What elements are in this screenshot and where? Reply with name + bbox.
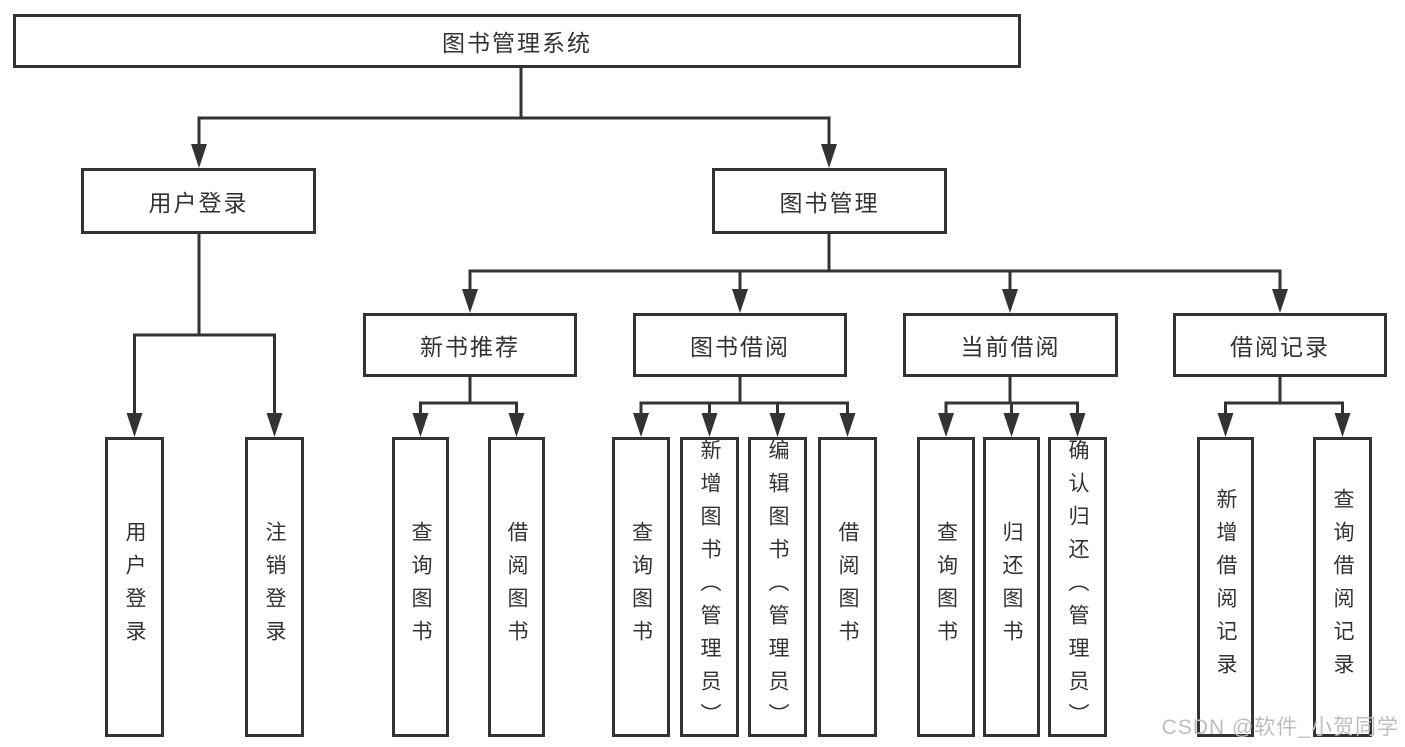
node-label: 借阅图书: [836, 521, 859, 653]
node-current-borrow: 当前借阅: [903, 313, 1118, 377]
arrowhead: [821, 144, 837, 168]
node-label: 新增图书（管理员）: [698, 438, 721, 736]
leaf-query-books-borrow: 查询图书: [612, 437, 670, 737]
node-label: 当前借阅: [960, 334, 1061, 360]
leaf-user-login: 用户登录: [105, 437, 164, 737]
edge-root-to-level2: [191, 68, 837, 168]
node-label: 编辑图书（管理员）: [766, 438, 789, 736]
edge-current-borrow-to-leaves: [938, 377, 1086, 437]
arrowhead: [1069, 413, 1086, 437]
arrowhead: [732, 289, 748, 313]
node-label: 用户登录: [123, 521, 146, 653]
arrowhead: [1002, 289, 1018, 313]
node-label: 查询借阅记录: [1331, 488, 1354, 686]
leaf-add-borrow-record: 新增借阅记录: [1197, 437, 1254, 737]
leaf-confirm-return-admin: 确认归还（管理员）: [1048, 437, 1107, 737]
arrowhead: [633, 413, 649, 437]
node-book-borrow: 图书借阅: [633, 313, 847, 377]
leaf-edit-book-admin: 编辑图书（管理员）: [748, 437, 807, 737]
node-user-login: 用户登录: [81, 168, 316, 234]
arrowhead: [938, 413, 954, 437]
node-label: 借阅记录: [1230, 334, 1330, 360]
node-label: 新增借阅记录: [1214, 488, 1237, 686]
arrowhead: [126, 413, 143, 437]
arrowhead: [701, 413, 718, 437]
arrowhead: [508, 413, 525, 437]
arrowhead: [191, 144, 207, 168]
edge-new-book-recommend-to-leaves: [412, 377, 525, 437]
leaf-query-books-recommend: 查询图书: [392, 437, 449, 737]
arrowhead: [839, 413, 856, 437]
leaf-query-borrow-record: 查询借阅记录: [1313, 437, 1372, 737]
node-borrow-records: 借阅记录: [1173, 313, 1387, 377]
edge-borrow-records-to-leaves: [1217, 377, 1351, 437]
arrowhead: [1272, 289, 1288, 313]
csdn-watermark: CSDN @软件_小贺同学: [1161, 716, 1399, 739]
node-label: 借阅图书: [505, 521, 528, 653]
node-label: 注销登录: [263, 521, 286, 653]
leaf-add-book-admin: 新增图书（管理员）: [680, 437, 739, 737]
node-label: 归还图书: [1000, 521, 1023, 653]
leaf-query-books-current: 查询图书: [917, 437, 975, 737]
node-new-book-recommend: 新书推荐: [363, 313, 577, 377]
node-label: 查询图书: [409, 521, 432, 653]
arrowhead: [1217, 413, 1234, 437]
node-label: 查询图书: [629, 521, 653, 653]
arrowhead: [1003, 413, 1020, 437]
leaf-logout: 注销登录: [245, 437, 304, 737]
edge-user-login-to-leaves: [126, 234, 283, 437]
node-label: 图书借阅: [690, 334, 790, 360]
edge-book-management-to-level3: [462, 234, 1288, 313]
node-label: 图书管理系统: [442, 30, 592, 56]
edge-book-borrow-to-leaves: [633, 377, 856, 437]
node-label: 查询图书: [934, 521, 958, 653]
arrowhead: [769, 413, 786, 437]
node-label: 图书管理: [779, 190, 880, 216]
arrowhead: [412, 413, 429, 437]
leaf-borrow-books-borrow: 借阅图书: [818, 437, 877, 737]
leaf-borrow-books-recommend: 借阅图书: [488, 437, 545, 737]
arrowhead: [266, 413, 283, 437]
node-label: 新书推荐: [420, 334, 520, 360]
leaf-return-book: 归还图书: [983, 437, 1040, 737]
node-root: 图书管理系统: [13, 14, 1021, 68]
node-label: 用户登录: [148, 190, 249, 216]
node-label: 确认归还（管理员）: [1066, 438, 1089, 736]
arrowhead: [1334, 413, 1351, 437]
arrowhead: [462, 289, 478, 313]
node-book-management: 图书管理: [712, 168, 947, 234]
